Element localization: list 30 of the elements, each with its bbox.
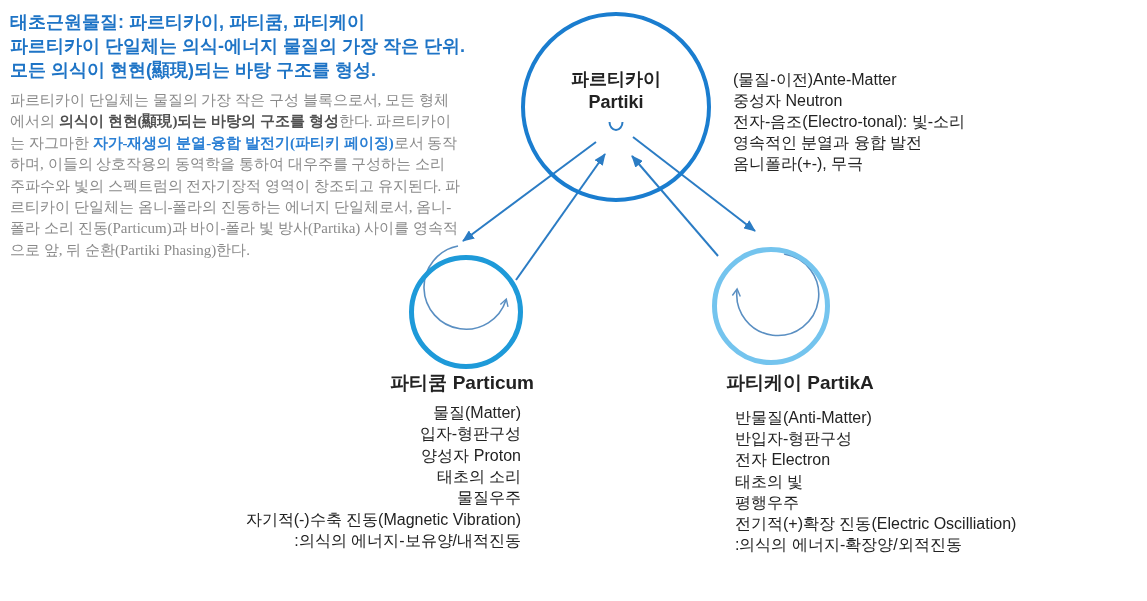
node-title: 파티케이 PartikA — [726, 371, 875, 395]
property-label: 물질(Matter) — [433, 403, 521, 423]
arrow — [631, 155, 719, 257]
property-label: 영속적인 분열과 융합 발전 — [733, 133, 923, 153]
heading-text: 파르티카이 단일체는 의식-에너지 물질의 가장 작은 단위. — [10, 35, 465, 58]
property-label: 입자-형판구성 — [419, 424, 521, 445]
property-label: 반입자-형판구성 — [735, 429, 853, 450]
property-label: 옴니폴라(+-), 무극 — [733, 154, 864, 174]
property-label: 태초의 소리 — [436, 466, 521, 487]
arrow — [462, 141, 597, 242]
node-title: 파티쿰 Particum — [389, 371, 534, 395]
property-label: 전자-음조(Electro-tonal): 빛-소리 — [733, 112, 966, 132]
title: 태초근원물질: 파르티카이, 파티쿰, 파티케이 — [10, 11, 365, 34]
property-label: 중성자 Neutron — [733, 91, 843, 111]
property-label: 물질우주 — [457, 488, 521, 509]
property-label: (물질-이전)Ante-Matter — [733, 70, 897, 90]
description-text: 파르티카이 단일체는 물질의 가장 작은 구성 블록으로서, 모든 형체에서의 의식이 현현(顯現)되는 바탕의 구조를 형성한다. 파르티카이는 자그마한 자가-재생의 분열-융합 발전기(파티키 페이징)로서 동작하며, 이들의 상호작용의 동역학을 통하여 대우주를 구성하는 소리 주파수와 빛의 스펙트럼의 전자기장적 영역이 창조되고 유지된다. 파르티카이 단일체는 옴니-폴라의 진동하는 에너지 단일체로서, 옴니-폴라 소리 진동(Particum)과 바이-폴라 빛 방사(Partika) 사이를 영속적으로 앞, 뒤 순환(Partiki Phasing)한다. — [10, 91, 461, 260]
arrow — [632, 136, 756, 232]
property-label: 전자 Electron — [735, 450, 831, 471]
property-label: 반물질(Anti-Matter) — [735, 408, 872, 428]
property-label: 태초의 빛 — [735, 471, 804, 492]
arrow — [515, 153, 606, 281]
node-title: 파르티카이 Partiki — [570, 68, 662, 114]
property-label: 양성자 Proton — [421, 445, 521, 466]
property-label: 자기적(-)수축 진동(Magnetic Vibration) — [245, 509, 521, 530]
property-label: :의식의 에너지-보유양/내적진동 — [294, 530, 521, 551]
property-label: 평행우주 — [735, 492, 799, 513]
heading-text: 모든 의식이 현현(顯現)되는 바탕 구조를 형성. — [10, 59, 376, 82]
property-label: :의식의 에너지-확장양/외적진동 — [735, 535, 962, 556]
property-label: 전기적(+)확장 진동(Electric Oscilliation) — [735, 514, 1017, 534]
